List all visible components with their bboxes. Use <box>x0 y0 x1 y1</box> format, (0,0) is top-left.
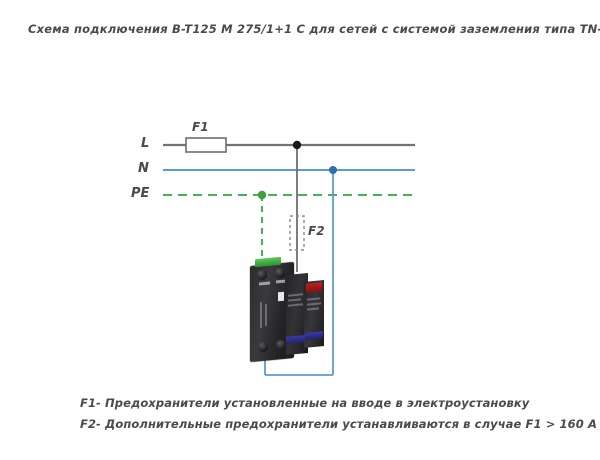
rail-label-N: N <box>138 161 149 176</box>
junction-dot-L <box>292 140 302 150</box>
f1-label: F1 <box>192 120 209 134</box>
f1-fuse-body <box>185 137 227 153</box>
device-terminal-screw <box>276 340 286 350</box>
page-title: Схема подключения B-T125 M 275/1+1 C для… <box>28 22 600 36</box>
legend-line-f1: F1- Предохранители установленные на ввод… <box>80 396 530 410</box>
surge-protection-device <box>246 256 342 363</box>
rail-label-L: L <box>141 136 150 151</box>
rail-label-PE: PE <box>131 186 150 201</box>
device-terminal-screw <box>275 268 285 278</box>
legend-line-f2: F2- Дополнительные предохранители устана… <box>80 417 597 431</box>
device-side-print <box>260 301 262 329</box>
device-status-window <box>278 291 284 302</box>
device-terminal-screw <box>258 342 268 352</box>
f2-fuse-body <box>289 215 305 251</box>
device-red-label <box>306 282 322 293</box>
junction-dot-PE <box>257 190 267 200</box>
f2-label: F2 <box>308 224 325 238</box>
junction-dot-N <box>329 166 337 174</box>
device-side-print <box>265 303 267 327</box>
device-terminal-screw <box>257 270 267 280</box>
